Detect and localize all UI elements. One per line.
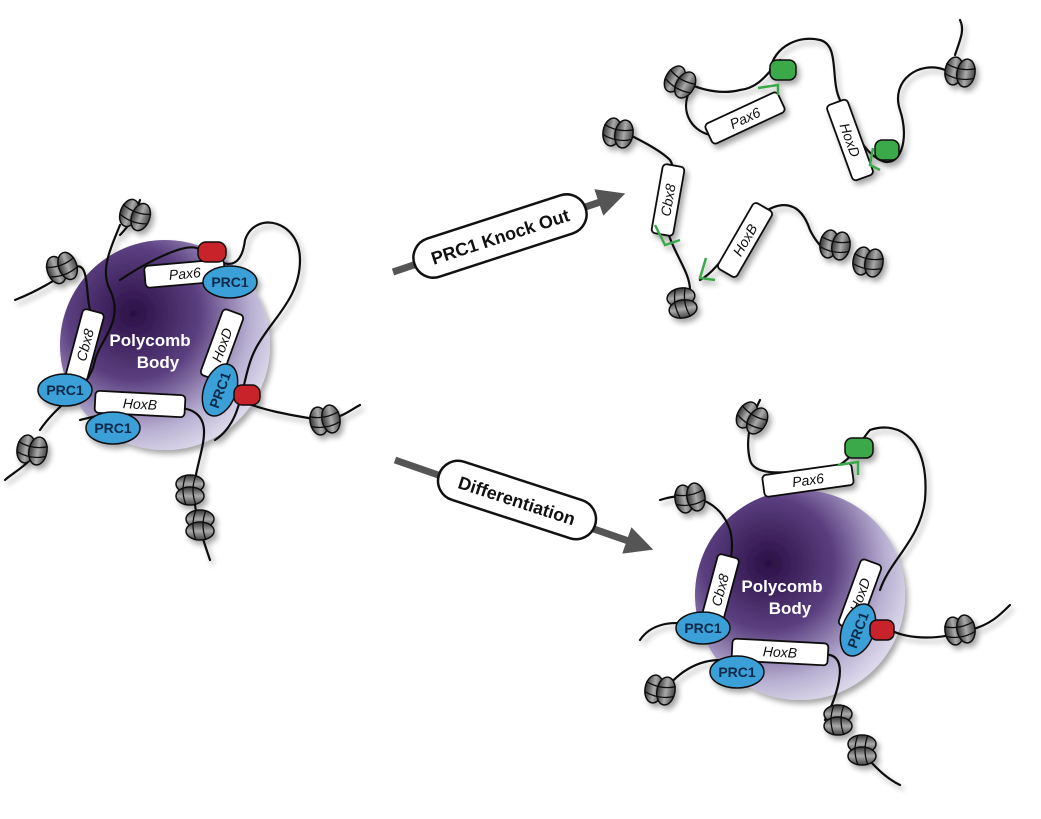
differentiation-arrow: Differentiation <box>393 456 654 554</box>
nucleosome-icon <box>600 115 636 151</box>
nucleosome-icon <box>731 397 773 439</box>
gene-label-hoxb: HoxB <box>762 643 797 661</box>
polycomb-body-label: Body <box>137 353 180 372</box>
nucleosome-icon <box>185 509 215 541</box>
tss-arrow-icon <box>757 83 780 95</box>
left-cluster: Pax6 Cbx8 HoxD HoxB PRC1 PRC1 PRC1 PRC1 … <box>3 195 362 562</box>
repressive-mark <box>869 619 895 641</box>
gene-label-cbx8: Cbx8 <box>657 182 678 217</box>
fiber-ko-6 <box>953 18 964 57</box>
nucleosome-icon <box>942 612 978 648</box>
polycomb-body-label: Body <box>769 599 812 618</box>
prc1-label: PRC1 <box>718 664 756 680</box>
nucleosome-icon <box>14 432 50 468</box>
knockout-cluster: Pax6 HoxD Cbx8 HoxB <box>600 18 978 321</box>
tss-arrow-icon <box>837 460 860 475</box>
active-mark <box>874 139 900 161</box>
repressive-mark <box>233 384 261 406</box>
nucleosome-icon <box>847 734 877 766</box>
active-mark <box>844 437 874 459</box>
prc1-label: PRC1 <box>94 420 132 436</box>
nucleosome-icon <box>664 285 700 321</box>
tss-arrow-icon <box>653 224 681 247</box>
polycomb-body-label: Polycomb <box>741 577 822 596</box>
gene-label-pax6: Pax6 <box>168 264 201 283</box>
nucleosome-icon <box>642 672 678 708</box>
nucleosome-icon <box>823 704 853 736</box>
repressive-mark <box>197 241 227 263</box>
nucleosome-icon <box>307 402 343 438</box>
prc1-label: PRC1 <box>46 382 84 398</box>
knockout-arrow: PRC1 Knock Out <box>391 189 626 279</box>
tss-arrow-icon <box>868 147 881 172</box>
nucleosome-icon <box>175 474 205 506</box>
nucleosome-icon <box>942 54 978 90</box>
nucleosome-icon <box>672 480 708 516</box>
prc1-label: PRC1 <box>684 620 722 636</box>
nucleosome-icon <box>817 227 853 263</box>
nucleosome-icon <box>42 248 82 288</box>
nucleosome-icon <box>659 61 701 103</box>
nucleosome-icon <box>115 195 155 235</box>
gene-label-hoxb: HoxB <box>122 395 157 413</box>
prc1-label: PRC1 <box>211 274 249 290</box>
differentiation-cluster: Pax6 Cbx8 HoxD HoxB PRC1 PRC1 PRC1 Polyc… <box>638 397 1012 787</box>
active-mark <box>769 59 797 81</box>
tss-arrow-icon <box>698 257 716 282</box>
gene-label-pax6: Pax6 <box>791 470 825 490</box>
polycomb-body-label: Polycomb <box>109 331 190 350</box>
nucleosome-icon <box>850 244 886 280</box>
